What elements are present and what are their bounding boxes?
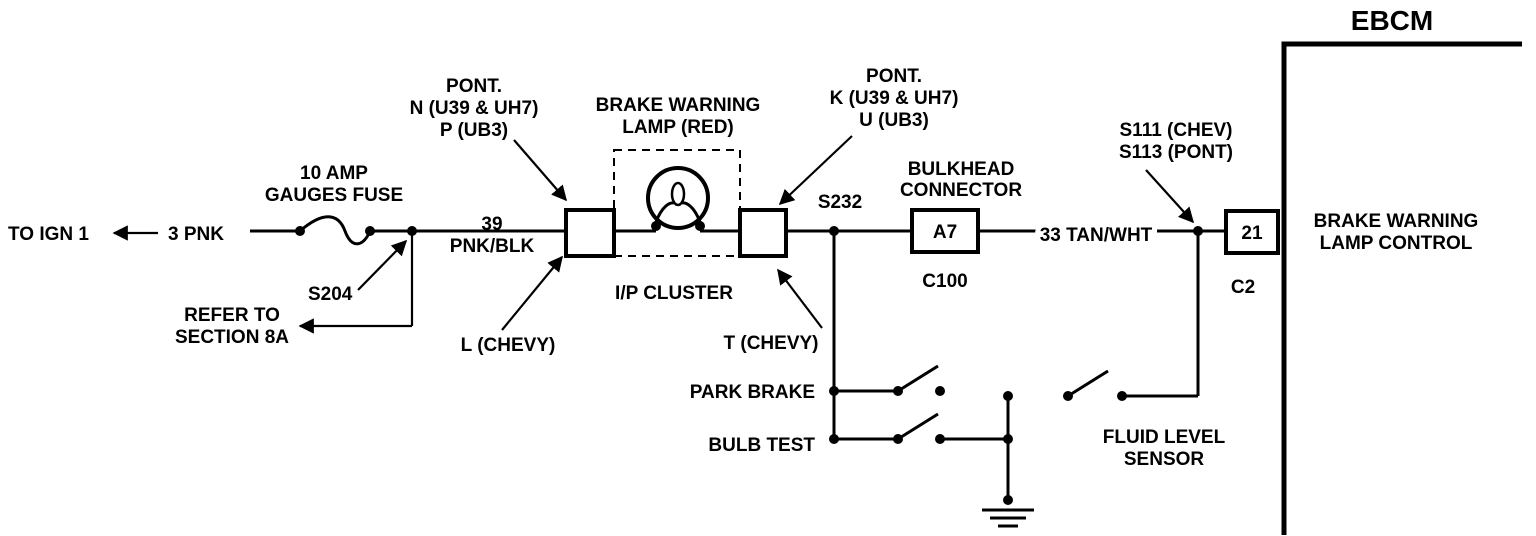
feed-circuit: TO IGN 1 3 PNK 10 AMP GAUGES FUSE S204 R…	[8, 163, 566, 348]
ebcm-function-label-2: LAMP CONTROL	[1320, 233, 1473, 254]
brake-warning-lamp-icon	[646, 166, 710, 231]
fluid-level-label-2: SENSOR	[1124, 449, 1205, 470]
ebcm-module: EBCM BRAKE WARNING LAMP CONTROL 21 C2	[1224, 5, 1522, 535]
lamp-label-2: LAMP (RED)	[622, 117, 734, 138]
pont-out-label-1: PONT.	[866, 66, 922, 87]
bulkhead-connector-label: C100	[922, 271, 967, 292]
chevy-in-label: L (CHEVY)	[461, 335, 556, 356]
fluid-level-label-1: FLUID LEVEL	[1103, 427, 1226, 448]
chevy-out-label: T (CHEVY)	[724, 333, 819, 354]
ip-cluster: PONT. N (U39 & UH7) P (UB3) BRAKE WARNIN…	[410, 66, 959, 356]
cluster-input-wire-label-2: PNK/BLK	[450, 236, 535, 257]
ip-cluster-label: I/P CLUSTER	[615, 283, 733, 304]
fuse-label-1: 10 AMP	[300, 163, 368, 184]
chevy-in-pointer	[501, 255, 563, 331]
park-brake-label: PARK BRAKE	[690, 382, 815, 403]
cluster-output-terminal	[738, 208, 788, 258]
bulkhead-terminal-box	[910, 208, 980, 254]
pont-in-label-1: PONT.	[446, 76, 502, 97]
cluster-input-terminal	[564, 208, 616, 258]
pont-out-label-2: K (U39 & UH7)	[830, 88, 959, 109]
bulkhead-terminal-label: A7	[933, 222, 957, 243]
pont-in-label-3: P (UB3)	[440, 120, 508, 141]
pont-in-pointer	[513, 139, 568, 202]
bulkhead-label-2: CONNECTOR	[900, 180, 1022, 201]
fuse-symbol	[299, 215, 372, 246]
out-wire-label: 33 TAN/WHT	[1040, 225, 1153, 246]
bulb-test-switch-blade	[897, 412, 939, 441]
pont-out-pointer	[778, 135, 853, 206]
ebcm-pin-label: 21	[1241, 223, 1263, 244]
park-brake-switch-contact	[935, 386, 945, 396]
switch-circuits: PARK BRAKE BULB TEST FLUID LEVEL SENSOR	[690, 231, 1226, 528]
pont-out-label-3: U (UB3)	[859, 110, 929, 131]
refer-label-1: REFER TO	[184, 305, 280, 326]
park-brake-switch-blade	[897, 364, 939, 393]
feed-wire-label: 3 PNK	[168, 224, 224, 245]
fuse-label-2: GAUGES FUSE	[265, 185, 403, 206]
fluid-level-switch-blade	[1067, 369, 1109, 398]
ebcm-title: EBCM	[1351, 5, 1433, 36]
bulb-test-label: BULB TEST	[708, 435, 815, 456]
to-ign-label: TO IGN 1	[8, 224, 89, 245]
s113-label: S113 (PONT)	[1119, 142, 1233, 163]
bulkhead-label-1: BULKHEAD	[908, 159, 1015, 180]
chevy-out-pointer	[777, 268, 823, 329]
pont-in-label-2: N (U39 & UH7)	[410, 98, 539, 119]
lamp-label-1: BRAKE WARNING	[596, 95, 761, 116]
cluster-input-wire-label-1: 39	[481, 214, 502, 235]
refer-label-2: SECTION 8A	[175, 327, 289, 348]
s111-label: S111 (CHEV)	[1120, 120, 1233, 141]
s232-label: S232	[818, 192, 862, 213]
ebcm-function-label-1: BRAKE WARNING	[1314, 211, 1479, 232]
output-circuit: S232 BULKHEAD CONNECTOR A7 C100 33 TAN/W…	[786, 120, 1233, 292]
ground-bus-bottom	[1003, 495, 1013, 505]
s204-pointer	[357, 239, 408, 291]
lamp-dashed-box	[613, 149, 741, 257]
ground-bus-junction	[1003, 434, 1013, 444]
ground-icon	[982, 508, 1034, 528]
s204-label: S204	[308, 284, 353, 305]
s111-pointer	[1145, 169, 1195, 224]
ebcm-connector-label: C2	[1231, 277, 1255, 298]
